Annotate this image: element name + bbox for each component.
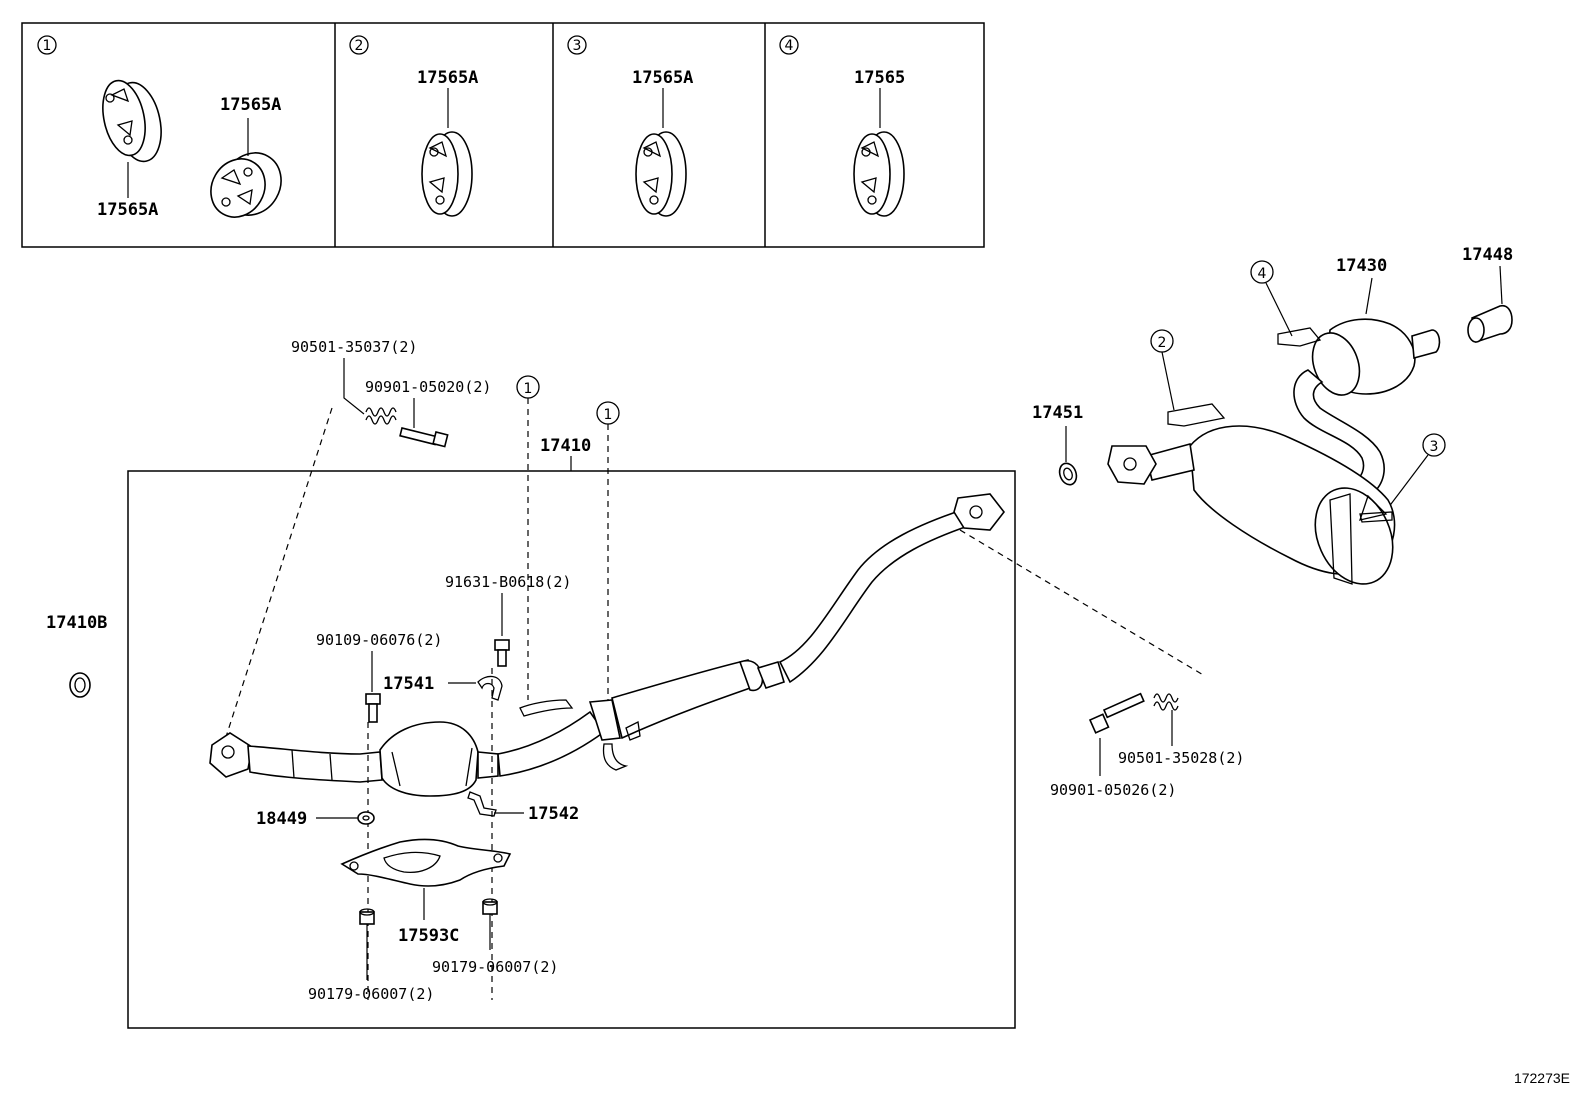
rear-muffler-icon xyxy=(1107,318,1441,585)
gasket-ring-icon xyxy=(69,672,91,698)
clamp-bracket-icon xyxy=(467,791,497,817)
part-label-17542: 17542 xyxy=(528,804,579,824)
compression-spring-icon xyxy=(1153,693,1179,711)
bolt-icon xyxy=(494,639,510,667)
part-label-17410: 17410 xyxy=(540,436,591,456)
callout-marker-3 xyxy=(1422,433,1446,457)
inset-panel-4: 4 17565 xyxy=(779,35,905,217)
part-label: 17565A xyxy=(220,95,281,115)
front-exhaust-pipe-icon xyxy=(209,493,1006,797)
rubber-hanger-icon xyxy=(210,152,282,218)
compression-spring-icon xyxy=(365,407,397,425)
part-label-17448: 17448 xyxy=(1462,245,1513,265)
part-label: 17565A xyxy=(632,68,693,88)
stud-bolt-icon xyxy=(365,693,381,723)
inset-panel-2: 2 17565A xyxy=(349,35,478,217)
bolt-icon xyxy=(1088,692,1145,734)
diagram-reference-code: 172273E xyxy=(1514,1070,1570,1086)
inset-index-marker xyxy=(349,35,369,55)
inset-index: 1 xyxy=(43,38,52,54)
inset-index: 2 xyxy=(355,38,364,54)
clamp-bracket-icon xyxy=(477,675,503,701)
nut-icon xyxy=(482,898,498,915)
inset-index: 4 xyxy=(785,38,794,54)
rubber-hanger-icon xyxy=(635,131,687,217)
callout-4: 4 xyxy=(1258,266,1267,282)
part-label-90901-05026: 90901-05026(2) xyxy=(1050,781,1176,799)
part-label-90179-06007-right: 90179-06007(2) xyxy=(432,958,558,976)
inset-panel-3: 3 17565A xyxy=(567,35,693,217)
bolt-icon xyxy=(399,427,449,448)
part-label-90501-35037: 90501-35037(2) xyxy=(291,338,417,356)
nut-icon xyxy=(359,908,375,925)
inset-index: 3 xyxy=(573,38,582,54)
part-label: 17565 xyxy=(854,68,905,88)
part-label-17541: 17541 xyxy=(383,674,434,694)
rubber-hanger-icon xyxy=(102,79,162,163)
inset-index-marker xyxy=(37,35,57,55)
inset-index-marker xyxy=(779,35,799,55)
callout-1: 1 xyxy=(604,407,613,423)
part-label-18449: 18449 xyxy=(256,809,307,829)
part-label: 17565A xyxy=(417,68,478,88)
part-label: 17565A xyxy=(97,200,158,220)
part-label-90901-05020: 90901-05020(2) xyxy=(365,378,491,396)
callout-marker-4 xyxy=(1250,260,1274,284)
part-label-17410b: 17410B xyxy=(46,613,107,633)
callout-3: 3 xyxy=(1430,439,1439,455)
washer-icon xyxy=(357,811,375,825)
inset-frame xyxy=(21,22,985,248)
inset-panels: 1 17565A 17565A xyxy=(21,22,985,248)
inset-index-marker xyxy=(567,35,587,55)
callout-2: 2 xyxy=(1158,335,1167,351)
callout-1: 1 xyxy=(524,381,533,397)
gasket-ring-icon xyxy=(1058,462,1078,486)
exhaust-tip-icon xyxy=(1467,304,1513,344)
part-label-17593c: 17593C xyxy=(398,926,459,946)
heat-shield-icon xyxy=(340,838,512,887)
part-label-90501-35028: 90501-35028(2) xyxy=(1118,749,1244,767)
part-label-17430: 17430 xyxy=(1336,256,1387,276)
rubber-hanger-icon xyxy=(421,131,473,217)
part-label-90109-06076: 90109-06076(2) xyxy=(316,631,442,649)
assembly-guide-line xyxy=(959,529,1206,677)
assembly-guide-line xyxy=(224,407,333,741)
part-label-90179-06007-left: 90179-06007(2) xyxy=(308,985,434,1003)
rubber-hanger-icon xyxy=(853,131,905,217)
part-label-17451: 17451 xyxy=(1032,403,1083,423)
inset-panel-1: 1 17565A 17565A xyxy=(37,35,282,220)
part-label-91631-b0618: 91631-B0618(2) xyxy=(445,573,571,591)
